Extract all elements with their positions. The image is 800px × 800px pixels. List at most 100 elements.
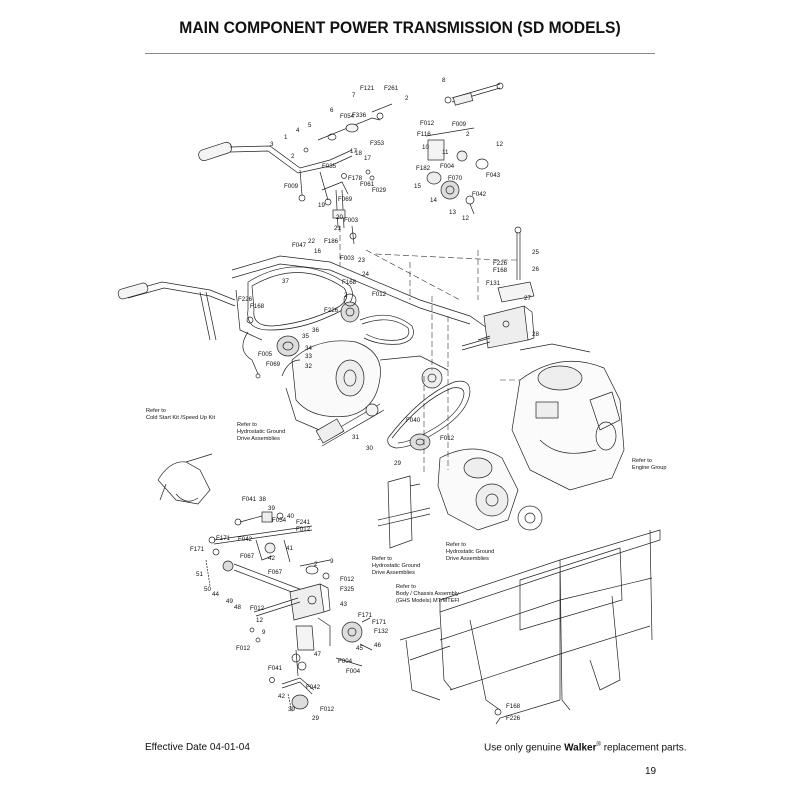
callout: F054 [340, 113, 355, 120]
callout: 39 [268, 505, 275, 512]
callout: 20 [336, 214, 343, 221]
pump-mount-bracket [377, 475, 431, 549]
callout: F069 [338, 196, 353, 203]
callout: F261 [384, 85, 399, 92]
reference-body-chassis-assembly: Refer to Body / Chassis Assembly (GHS Mo… [396, 584, 460, 604]
callout: 22 [308, 238, 315, 245]
callout: 2 [291, 153, 295, 160]
reference-engine-group: Refer to Engine Group [632, 458, 667, 471]
callout: F069 [266, 361, 281, 368]
callout: F168 [250, 303, 265, 310]
callout: 17 [350, 148, 357, 155]
callout: F171 [372, 619, 387, 626]
callout: 51 [196, 571, 203, 578]
callout: F182 [416, 165, 431, 172]
callout: 24 [362, 271, 369, 278]
callout: 15 [414, 183, 421, 190]
main-drive-belt-assembly [117, 255, 491, 379]
callout: F054 [272, 517, 287, 524]
callout: 44 [212, 591, 219, 598]
callout: F041 [242, 496, 257, 503]
reference-hydrostatic-ground-drive: Refer to Hydrostatic Ground Drive Assemb… [372, 556, 422, 576]
callout: 43 [340, 601, 347, 608]
callout: 31 [352, 434, 359, 441]
callout: F012 [320, 706, 335, 713]
callout: 47 [314, 651, 321, 658]
callout: F121 [360, 85, 375, 92]
callout: F004 [346, 668, 361, 675]
callout: F042 [306, 684, 321, 691]
callout: F336 [352, 112, 367, 119]
callout: 16 [314, 248, 321, 255]
callout: F171 [190, 546, 205, 553]
callout: F067 [268, 569, 283, 576]
callout: 48 [234, 604, 241, 611]
callout: F012 [420, 120, 435, 127]
callout: F171 [216, 535, 231, 542]
callout: F070 [448, 175, 463, 182]
engine-outline [511, 343, 625, 491]
rod-end-item-8 [444, 82, 504, 106]
callout: 5 [308, 122, 312, 129]
hydrostatic-pump-right [437, 448, 543, 531]
callout: 11 [442, 149, 449, 156]
callout: F325 [340, 586, 355, 593]
dashed-leaders [339, 226, 520, 472]
part-callout-labels: 1 2 3 4 5 6 7 8 2 F121 F261 F054 F336 F3… [190, 77, 539, 722]
callout: F012 [250, 605, 265, 612]
callout: F040 [406, 417, 421, 424]
callout: 2 [314, 561, 318, 568]
callout: 12 [496, 141, 503, 148]
callout: 39 [288, 706, 295, 713]
callout: 19 [318, 202, 325, 209]
callout: F009 [284, 183, 299, 190]
callout: F012 [340, 576, 355, 583]
callout: 10 [422, 144, 429, 151]
chassis-frame [399, 529, 661, 725]
callout: F131 [486, 280, 501, 287]
title-divider [145, 53, 655, 54]
callout: F226 [493, 260, 508, 267]
lower-brake-linkage-assembly [205, 511, 373, 713]
effective-date: Effective Date 04-01-04 [145, 742, 250, 753]
right-angle-gearbox-28 [461, 226, 535, 351]
reference-hydrostatic-ground-drive: Refer to Hydrostatic Ground Drive Assemb… [237, 422, 287, 442]
hydrostatic-pump-left [281, 340, 449, 433]
callout: 2 [466, 131, 470, 138]
callout: 4 [296, 127, 300, 134]
callout: F003 [344, 217, 359, 224]
callout: F061 [360, 181, 375, 188]
callout: 50 [204, 586, 211, 593]
callout: 30 [366, 445, 373, 452]
callout: F226 [238, 296, 253, 303]
reference-notes: Refer to Cold Start Kit /Speed Up Kit Re… [146, 408, 667, 604]
callout: F012 [296, 526, 311, 533]
callout: 37 [282, 278, 289, 285]
reference-hydrostatic-ground-drive: Refer to Hydrostatic Ground Drive Assemb… [446, 542, 496, 562]
callout: 2 [405, 95, 409, 102]
callout: 27 [524, 295, 531, 302]
callout: 35 [302, 333, 309, 340]
callout: 9 [330, 558, 334, 565]
callout: 7 [352, 92, 356, 99]
callout: F041 [268, 665, 283, 672]
callout: 26 [532, 266, 539, 273]
callout: F171 [358, 612, 373, 619]
callout: 14 [430, 197, 437, 204]
callout: 12 [462, 215, 469, 222]
drive-shaft-31 [315, 403, 385, 447]
callout: 36 [312, 327, 319, 334]
callout: 9 [262, 629, 266, 636]
callout: 29 [312, 715, 319, 722]
callout: 3 [270, 141, 274, 148]
genuine-parts-notice: Use only genuine Walker® replacement par… [484, 742, 687, 753]
footer-prefix: Use only genuine [484, 742, 562, 754]
callout: F035 [322, 163, 337, 170]
callout: F047 [292, 242, 307, 249]
callout: F012 [236, 645, 251, 652]
callout: F168 [342, 279, 357, 286]
callout: 45 [356, 645, 363, 652]
callout: 34 [305, 345, 312, 352]
callout: F168 [506, 703, 521, 710]
